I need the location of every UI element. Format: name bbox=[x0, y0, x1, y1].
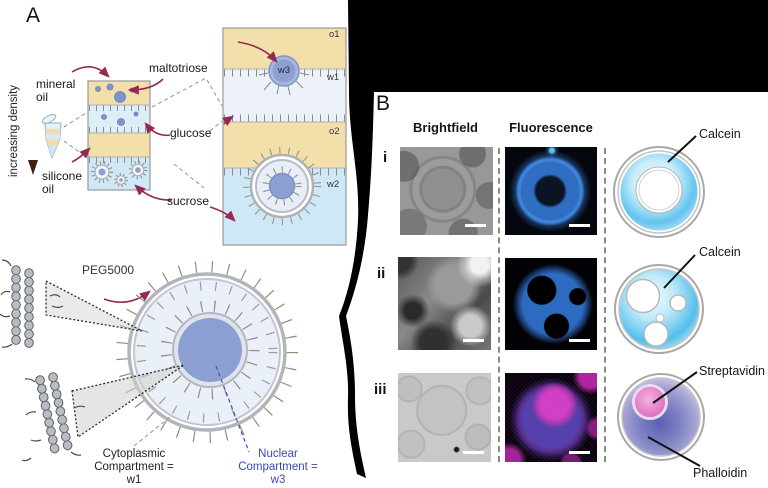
panel-a-label: A bbox=[26, 4, 41, 27]
zoom-rect bbox=[222, 27, 347, 246]
annotation-phalloidin: Phalloidin bbox=[693, 466, 748, 480]
column-divider bbox=[604, 148, 606, 462]
panel-b-label: B bbox=[376, 92, 391, 115]
brightfield-image-iii bbox=[398, 373, 491, 462]
column-divider bbox=[498, 148, 500, 462]
schematic-i bbox=[613, 135, 705, 238]
cytoplasmic-compartment-label: Cytoplasmic Compartment = w1 bbox=[94, 448, 174, 486]
row-label-iii: iii bbox=[374, 381, 387, 398]
black-background bbox=[339, 0, 768, 478]
silicone-oil-label: silicone oil bbox=[42, 169, 83, 197]
fluorescence-image-ii bbox=[505, 258, 597, 350]
brightfield-image-i bbox=[400, 147, 493, 235]
maltotriose-label: maltotriose bbox=[149, 61, 208, 75]
fluorescence-image-iii bbox=[505, 373, 597, 462]
sucrose-label: sucrose bbox=[167, 194, 210, 208]
w3-droplet bbox=[258, 55, 310, 96]
column-header-brightfield: Brightfield bbox=[413, 120, 478, 135]
density-arrow bbox=[28, 84, 38, 175]
layer-o2-label: o2 bbox=[329, 126, 340, 137]
scale-bar bbox=[569, 451, 590, 454]
peg5000-label: PEG5000 bbox=[82, 263, 135, 277]
schematic-iii bbox=[617, 371, 705, 467]
nuclear-compartment-label: Nuclear Compartment = w3 bbox=[238, 448, 318, 486]
lipid-bilayer-1 bbox=[11, 265, 34, 356]
annotation-calcein-ii: Calcein bbox=[699, 245, 741, 259]
increasing-density-label: increasing density bbox=[8, 84, 20, 178]
scale-bar bbox=[463, 339, 484, 342]
lipid-bilayer-2 bbox=[35, 372, 74, 460]
glucose-droplets bbox=[101, 111, 139, 126]
zoom-vesicle bbox=[243, 147, 321, 225]
layer-w2-label: w2 bbox=[327, 179, 340, 190]
maroon-arrows bbox=[71, 41, 278, 304]
tube-icon bbox=[41, 113, 62, 160]
layer-stack bbox=[87, 80, 151, 191]
fluorescence-image-i bbox=[505, 147, 597, 235]
w3-droplet-label: w3 bbox=[277, 65, 291, 76]
glucose-label: glucose bbox=[170, 126, 212, 140]
scale-bar bbox=[463, 451, 484, 454]
schematic-ii bbox=[614, 254, 704, 354]
mineral-oil-label: mineral oil bbox=[36, 77, 76, 105]
row-label-i: i bbox=[383, 149, 388, 166]
scale-bar bbox=[569, 339, 590, 342]
row-label-ii: ii bbox=[377, 265, 386, 282]
annotation-streptavidin: Streptavidin bbox=[699, 364, 766, 378]
layer-w1-label: w1 bbox=[327, 72, 340, 83]
vesicle-diagram bbox=[0, 259, 298, 462]
brightfield-image-ii bbox=[398, 257, 491, 350]
layer-o1-label: o1 bbox=[329, 29, 340, 40]
annotation-calcein-i: Calcein bbox=[699, 127, 741, 141]
column-header-fluorescence: Fluorescence bbox=[509, 120, 593, 135]
scale-bar bbox=[569, 224, 590, 227]
sucrose-vesicles bbox=[91, 160, 148, 187]
scale-bar bbox=[465, 224, 486, 227]
lipid-tails bbox=[0, 259, 86, 462]
